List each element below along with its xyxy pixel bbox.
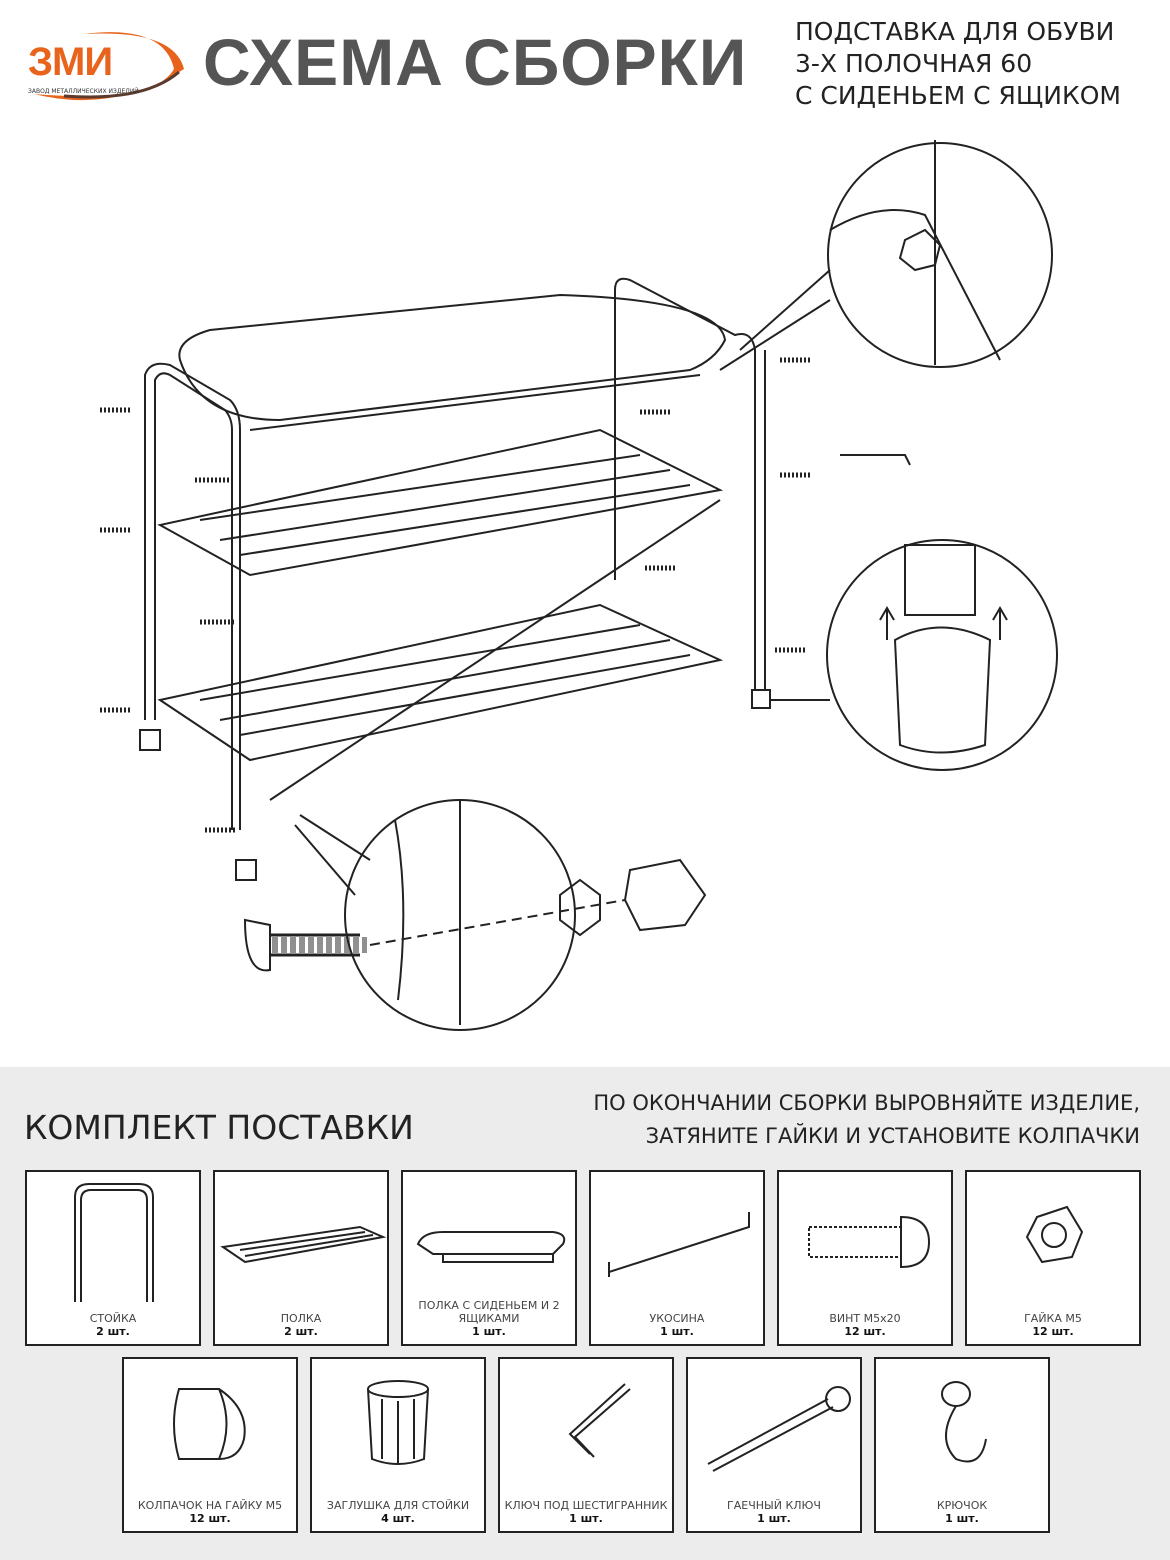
nut-cap-icon (173, 1388, 246, 1460)
screw-icon (808, 1215, 931, 1269)
nut-icon (1025, 1205, 1084, 1264)
screws (100, 357, 810, 833)
seat-shelf-icon (416, 1231, 566, 1263)
product-name: ПОДСТАВКА ДЛЯ ОБУВИ 3-Х ПОЛОЧНАЯ 60 С СИ… (795, 17, 1121, 110)
rack-illustration (139, 277, 911, 881)
wrench-icon (707, 1386, 851, 1472)
brace-icon (608, 1212, 750, 1277)
hex-key-icon (568, 1383, 631, 1458)
stand-icon (74, 1183, 154, 1302)
brand-logo: ЗМИ ЗАВОД МЕТАЛЛИЧЕСКИХ ИЗДЕЛИЙ (24, 24, 189, 108)
callout-shelf-bolt-detail (243, 799, 707, 1031)
leg-plug-icon (367, 1380, 429, 1465)
assembly-note: ПО ОКОНЧАНИИ СБОРКИ ВЫРОВНЯЙТЕ ИЗДЕЛИЕ, … (593, 1091, 1140, 1148)
kit-title: КОМПЛЕКТ ПОСТАВКИ (24, 1108, 414, 1147)
shelf-icon (220, 1225, 387, 1264)
hook-icon (941, 1381, 987, 1463)
assembly-diagram (100, 140, 1058, 1031)
callout-foot-detail (770, 539, 1058, 771)
page-title: СХЕМА СБОРКИ (203, 25, 748, 99)
callout-bolt-detail (719, 140, 1053, 371)
